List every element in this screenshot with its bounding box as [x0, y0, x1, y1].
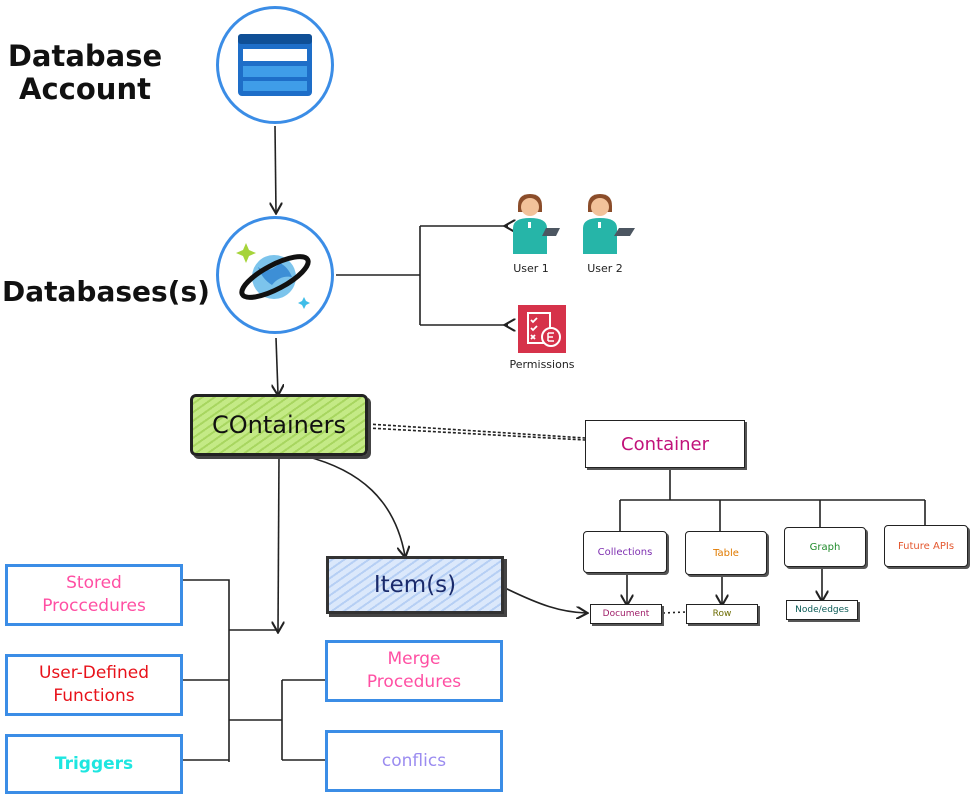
bracket-conflicts — [281, 679, 325, 761]
edge-items-document — [504, 587, 586, 613]
permissions-icon — [518, 305, 566, 353]
edge-databases-security — [336, 225, 508, 326]
bracket-server-side — [183, 579, 282, 762]
user-1[interactable]: User 1 — [510, 192, 560, 275]
api-table[interactable]: Table — [685, 531, 767, 575]
edge-databases-containers — [276, 337, 278, 394]
api-future[interactable]: Future APIs — [884, 525, 968, 567]
user-2-label: User 2 — [587, 262, 623, 275]
edge-containers-panel — [367, 423, 586, 439]
database-account-icon — [238, 34, 312, 96]
udf-box[interactable]: User-Defined Functions — [5, 654, 183, 716]
items-node[interactable]: Item(s) — [326, 556, 504, 614]
child-row[interactable]: Row — [686, 604, 758, 624]
databases-node[interactable] — [216, 216, 334, 334]
child-document[interactable]: Document — [590, 604, 662, 624]
triggers-box[interactable]: Triggers — [5, 734, 183, 794]
edge-account-databases — [275, 125, 276, 212]
user-2[interactable]: User 2 — [580, 192, 638, 275]
containers-node[interactable]: COntainers — [190, 394, 368, 456]
container-panel-header[interactable]: Container — [585, 420, 745, 468]
database-account-node[interactable] — [216, 6, 334, 124]
edge-containers-serverside — [278, 455, 279, 631]
databases-label: Databases(s) — [2, 275, 210, 308]
edge-containers-items — [304, 455, 405, 556]
user-icon — [513, 194, 560, 254]
conflicts-box[interactable]: conflics — [325, 730, 503, 792]
user-1-label: User 1 — [513, 262, 549, 275]
child-node-edges[interactable]: Node/edges — [786, 600, 858, 620]
tree-container-apis — [619, 469, 926, 532]
database-account-label: Database Account — [7, 39, 163, 107]
stored-procedures-box[interactable]: Stored Proccedures — [5, 564, 183, 626]
permissions-label: Permissions — [509, 358, 575, 371]
merge-procedures-box[interactable]: Merge Procedures — [325, 640, 503, 702]
user-icon — [583, 194, 635, 254]
cosmos-db-icon — [236, 243, 311, 309]
permissions-node[interactable]: Permissions — [496, 304, 588, 371]
api-graph[interactable]: Graph — [784, 527, 866, 567]
api-collections[interactable]: Collections — [583, 531, 667, 573]
